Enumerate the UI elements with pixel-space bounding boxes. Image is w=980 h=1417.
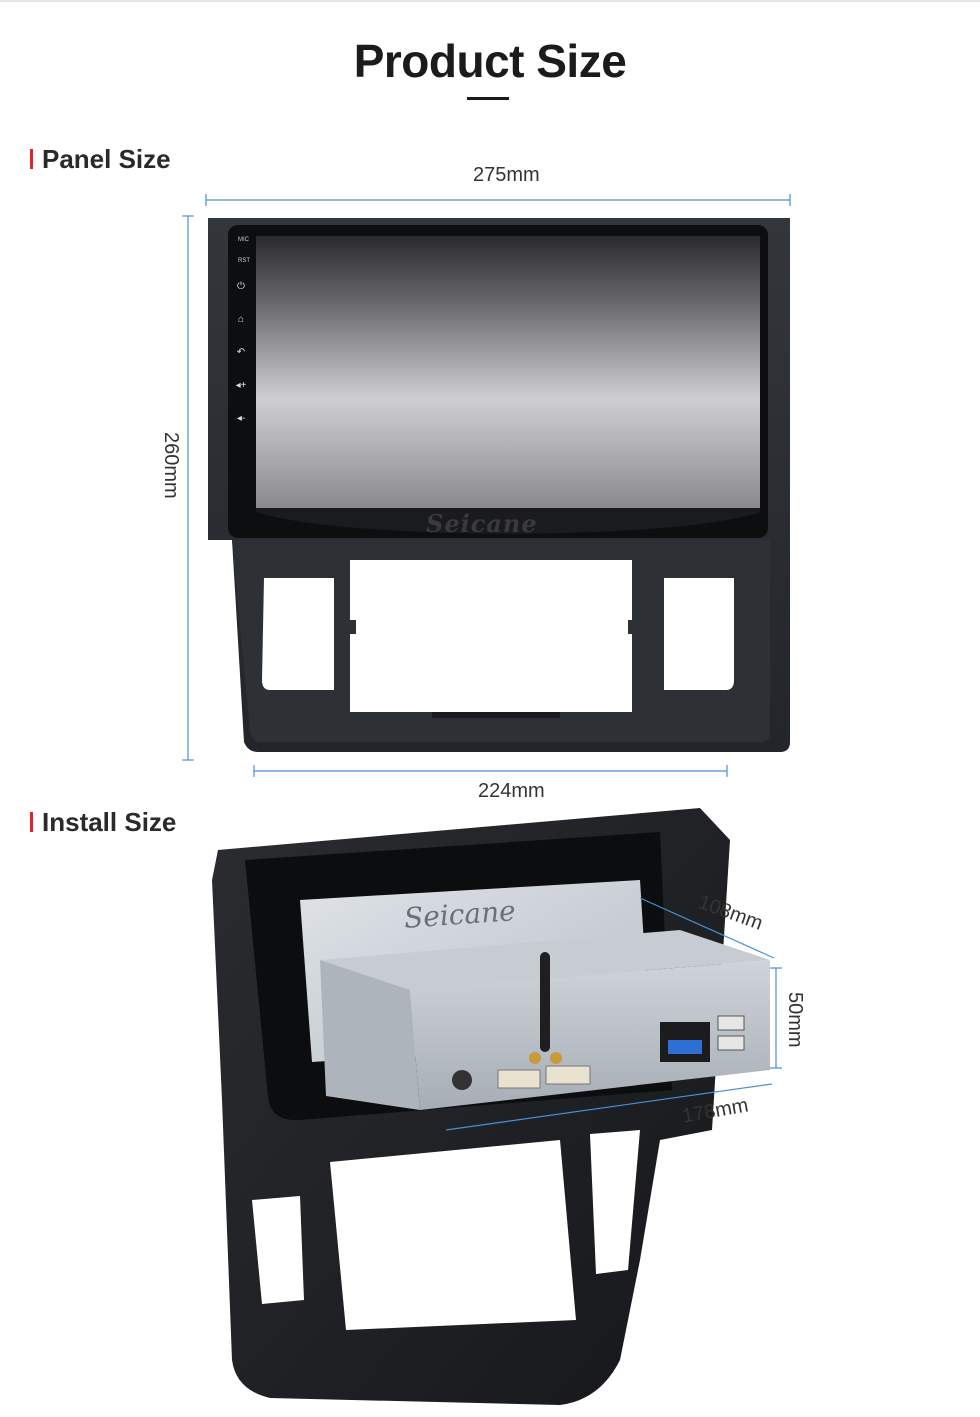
page-title: Product Size bbox=[353, 35, 627, 87]
panel-width-dimension-line bbox=[205, 194, 791, 206]
title-underline bbox=[467, 97, 509, 100]
panel-side-buttons: ⏻ ⌂ ↶ ◂+ ◂- bbox=[234, 270, 248, 435]
power-icon[interactable]: ⏻ bbox=[237, 281, 245, 292]
install-width-dimension-line bbox=[445, 1083, 773, 1131]
screen bbox=[256, 236, 760, 508]
top-divider bbox=[0, 0, 980, 2]
panel-bottom-width-dimension-line bbox=[253, 765, 728, 777]
volume-down-icon[interactable]: ◂- bbox=[236, 413, 246, 424]
install-height-label: 50mm bbox=[784, 992, 806, 1048]
install-illustration bbox=[212, 808, 782, 1405]
volume-up-icon[interactable]: ◂+ bbox=[235, 380, 247, 391]
mic-label: MIC bbox=[238, 237, 249, 243]
center-cutout bbox=[350, 560, 632, 712]
back-icon[interactable]: ↶ bbox=[236, 347, 246, 358]
panel-width-label: 275mm bbox=[473, 164, 540, 186]
antenna bbox=[540, 952, 550, 1052]
panel-height-dimension-line bbox=[182, 215, 194, 761]
install-size-heading: Install Size bbox=[30, 807, 176, 837]
home-icon[interactable]: ⌂ bbox=[237, 314, 245, 325]
panel-illustration bbox=[182, 194, 791, 777]
panel-bottom-width-label: 224mm bbox=[478, 780, 545, 802]
panel-size-heading: Panel Size bbox=[30, 144, 171, 174]
left-vent-cutout bbox=[262, 578, 334, 690]
right-vent-cutout bbox=[664, 578, 734, 690]
install-height-dimension-line bbox=[770, 967, 782, 1069]
rst-label: RST bbox=[238, 258, 250, 264]
install-depth-dimension-line bbox=[639, 897, 775, 959]
panel-brand-logo: Seicane bbox=[426, 509, 538, 538]
unit-side-face bbox=[320, 960, 420, 1110]
